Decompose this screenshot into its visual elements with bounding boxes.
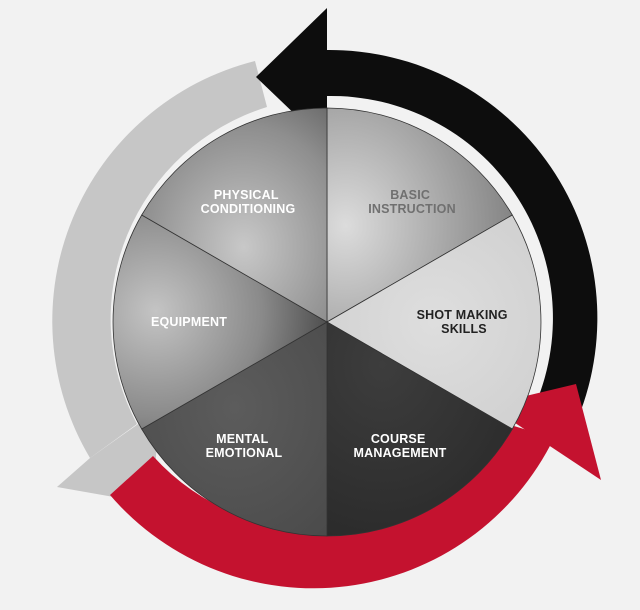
- gray-arrow-band: [52, 61, 267, 458]
- segment-basic-instruction: [326, 107, 513, 323]
- label-physical-conditioning: PHYSICAL CONDITIONING: [201, 188, 296, 216]
- segment-physical-conditioning: [141, 107, 328, 323]
- segment-course-management: [326, 321, 513, 537]
- label-mental-emotional: MENTAL EMOTIONAL: [206, 432, 283, 460]
- label-equipment: EQUIPMENT: [151, 315, 227, 329]
- segment-equipment: [112, 214, 328, 430]
- segment-shot-making-skills: [326, 214, 542, 430]
- label-course-management: COURSE MANAGEMENT: [354, 432, 447, 460]
- segment-labels: BASIC INSTRUCTION SHOT MAKING SKILLS COU…: [151, 188, 512, 460]
- label-basic-instruction: BASIC INSTRUCTION: [368, 188, 456, 216]
- label-shot-making-skills: SHOT MAKING SKILLS: [417, 308, 512, 336]
- red-arrow-band: [110, 424, 554, 589]
- black-arrow-band: [327, 49, 598, 418]
- wheel: [112, 107, 542, 537]
- segment-mental-emotional: [141, 321, 328, 537]
